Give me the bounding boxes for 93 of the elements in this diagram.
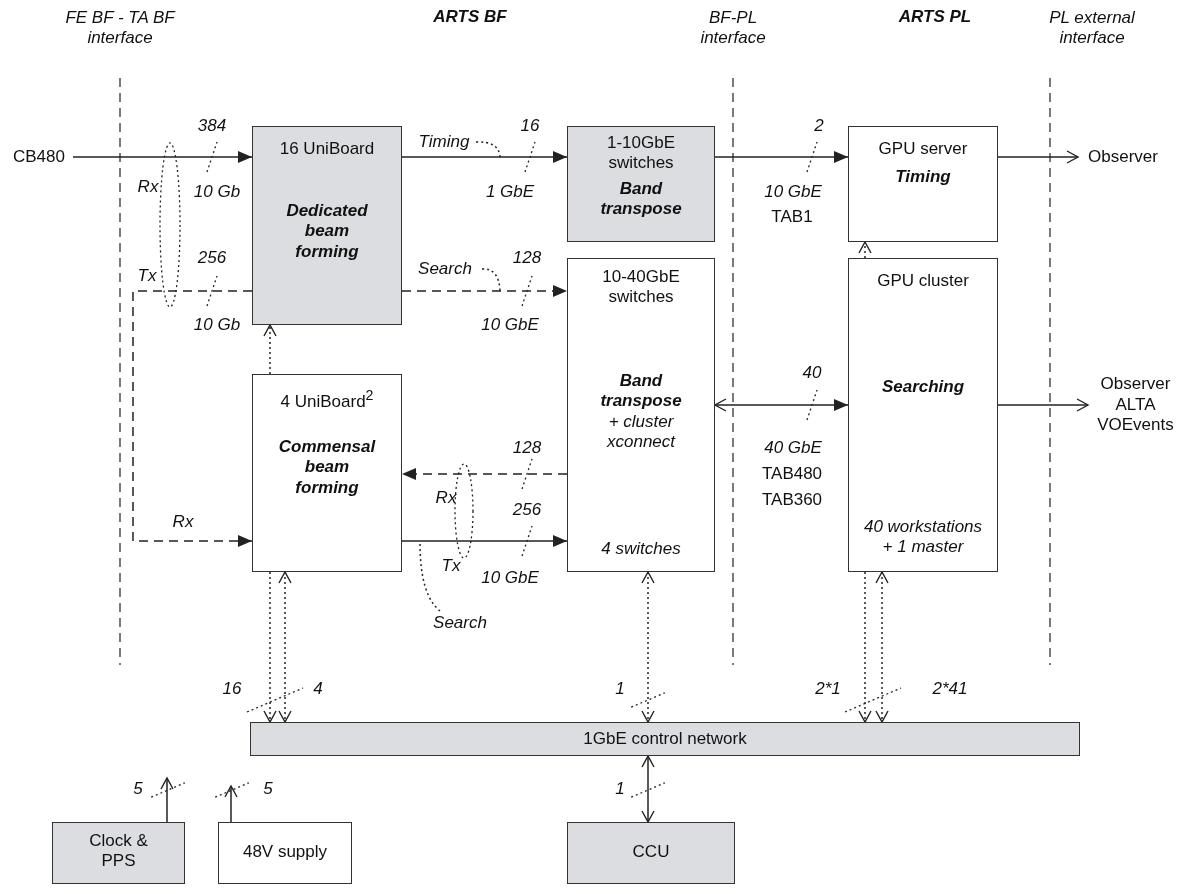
box-function-text: Commensal beam forming [277, 437, 377, 499]
box-title: GPU cluster [876, 271, 970, 292]
arrow [278, 571, 292, 723]
link-count: 16 [520, 115, 540, 137]
link-count: 40 [802, 362, 822, 384]
box-title: Clock & PPS [88, 831, 149, 872]
switch-box [567, 258, 715, 572]
processing-box [252, 126, 402, 325]
arrow [72, 151, 253, 163]
section-heading: ARTS BF [433, 6, 507, 28]
arrow [401, 535, 568, 547]
arrow [997, 398, 1089, 412]
box-note: 4 switches [600, 539, 682, 560]
leader-line [481, 268, 501, 292]
endpoint-label: CB480 [5, 145, 73, 169]
leader-text: Search [408, 257, 482, 281]
box-title: 10-40GbE switches [601, 267, 681, 308]
box-title: 1GbE control network [582, 729, 748, 750]
device-box [567, 822, 735, 884]
link-count: 128 [512, 247, 542, 269]
device-box [52, 822, 185, 884]
processing-box [252, 374, 402, 572]
leader-line [419, 542, 441, 612]
link-count: 2 [814, 115, 824, 137]
leader-text: Timing [412, 130, 476, 154]
beam-label: TAB360 [761, 489, 823, 511]
box-title: 16 UniBoard [278, 139, 376, 160]
arrow [160, 777, 174, 823]
arrow [875, 571, 889, 723]
box-function-text: Dedicated beam forming [285, 201, 369, 263]
arrow [224, 785, 238, 823]
boundary-heading: BF-PL interface [699, 7, 767, 49]
link-count: 5 [263, 778, 273, 800]
link-speed: 10 Gb [193, 314, 241, 336]
boundary-heading: FE BF - TA BF interface [64, 7, 177, 49]
link-count: 4 [313, 678, 323, 700]
box-title: 4 UniBoard$^{2}$ [279, 387, 375, 413]
arrow [714, 398, 849, 412]
arrow [401, 468, 568, 480]
endpoint-label: Observer [1078, 145, 1168, 169]
box-title: GPU server [877, 139, 969, 160]
link-speed: 40 GbE [764, 437, 822, 459]
link-count: 128 [512, 437, 542, 459]
arrow [401, 285, 568, 297]
leader-text: Search [424, 611, 496, 635]
arrow [997, 150, 1079, 164]
direction-label: Rx [137, 176, 159, 198]
link-speed: 10 Gb [193, 181, 241, 203]
beam-label: TAB480 [761, 463, 823, 485]
device-box [218, 822, 352, 884]
cluster-box [848, 258, 998, 572]
switch-box [567, 126, 715, 242]
box-title: 1-10GbE switches [605, 133, 676, 174]
link-count: 2*41 [932, 678, 968, 700]
leader-line [475, 141, 501, 158]
arrow [714, 151, 849, 163]
network-bar [250, 722, 1080, 756]
link-count: 16 [222, 678, 242, 700]
arrow [858, 571, 872, 723]
direction-label: Tx [441, 555, 461, 577]
box-function-text: Timing [894, 167, 952, 188]
arrow [641, 755, 655, 823]
link-count: 256 [197, 247, 227, 269]
link-speed: 1 GbE [485, 181, 535, 203]
link-speed: 10 GbE [481, 314, 539, 336]
arrow [858, 241, 872, 259]
link-count: 256 [512, 499, 542, 521]
link-count: 2*1 [815, 678, 841, 700]
server-box [848, 126, 998, 242]
direction-label: Rx [172, 511, 194, 533]
arrow [263, 324, 277, 375]
box-function-text: Searching [880, 377, 966, 398]
link-count: 1 [615, 778, 625, 800]
box-note: 40 workstations + 1 master [862, 517, 984, 558]
box-function-text: Band transpose + cluster xconnect [599, 371, 683, 453]
box-title: 48V supply [241, 842, 329, 863]
arrow [401, 151, 568, 163]
arrow [263, 571, 277, 723]
section-heading: ARTS PL [898, 6, 972, 28]
endpoint-label: Observer ALTA VOEvents [1088, 370, 1183, 440]
link-count: 384 [197, 115, 227, 137]
arrow [641, 571, 655, 723]
link-speed: 10 GbE [764, 181, 822, 203]
arrow [132, 290, 253, 547]
box-function-text: Band transpose [599, 179, 683, 220]
link-count: 1 [615, 678, 625, 700]
direction-label: Rx [435, 487, 457, 509]
box-title: CCU [631, 842, 671, 863]
direction-label: Tx [137, 265, 157, 287]
link-speed: 10 GbE [481, 567, 539, 589]
boundary-heading: PL external interface [1048, 7, 1136, 49]
beam-label: TAB1 [771, 206, 813, 228]
link-count: 5 [133, 778, 143, 800]
